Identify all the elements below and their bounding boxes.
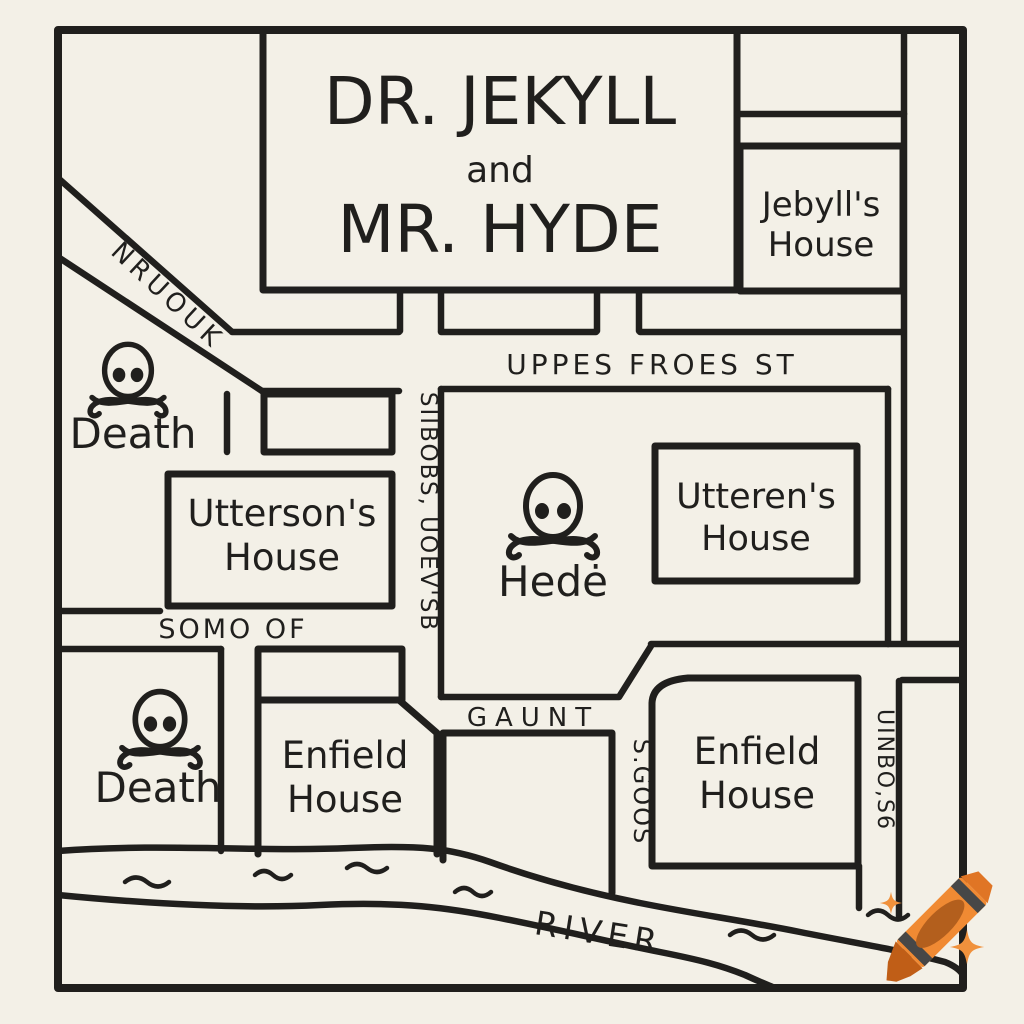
water-squiggle bbox=[344, 861, 390, 875]
enfield-west-label-1: Enfield bbox=[282, 734, 409, 777]
water-squiggle bbox=[727, 928, 777, 942]
skull-crossbones-icon bbox=[505, 472, 601, 561]
enfield-west-box bbox=[254, 696, 441, 858]
hyde-marker-label: Hedė bbox=[498, 557, 608, 606]
utterson-house-label-1: Utterson's bbox=[188, 492, 377, 535]
water-squiggle bbox=[865, 908, 911, 922]
street-label-uinbo: UINBO,S6 bbox=[872, 709, 897, 831]
utteren-house-box bbox=[651, 442, 861, 585]
road-line bbox=[54, 174, 235, 335]
enfield-east-label-1: Enfield bbox=[694, 730, 821, 773]
title-line-1: DR. JEKYLL bbox=[324, 63, 676, 140]
enfield-east-box bbox=[648, 674, 862, 870]
jekyll-house-label-2: House bbox=[768, 225, 875, 265]
utterson-house-label-2: House bbox=[224, 536, 340, 579]
sparkle-icon bbox=[949, 929, 985, 965]
street-label-uppes-froes: UPPES FROES ST bbox=[506, 348, 797, 381]
enfield-east-label-2: House bbox=[699, 774, 815, 817]
crayon-icon bbox=[886, 871, 993, 982]
title-line-2: and bbox=[466, 150, 534, 191]
utterson-house-box bbox=[164, 470, 396, 610]
road-line bbox=[54, 253, 266, 395]
road-line bbox=[437, 642, 655, 701]
water-squiggle bbox=[452, 885, 494, 899]
death-north-label: Death bbox=[69, 409, 196, 458]
skull-crossbones-icon bbox=[87, 341, 169, 419]
road-network bbox=[54, 27, 966, 922]
death-south-label: Death bbox=[94, 763, 221, 812]
enfield-west-label-2: House bbox=[287, 778, 403, 821]
title-line-3: MR. HYDE bbox=[338, 191, 663, 268]
sparkle-icon bbox=[879, 891, 903, 915]
small-block bbox=[260, 390, 396, 456]
map-border bbox=[54, 26, 967, 992]
middle-block bbox=[439, 729, 616, 897]
street-label-somo-of: SOMO OF bbox=[158, 614, 307, 645]
street-label-vertical-west: SIIBOBS, UOEV'SB bbox=[415, 392, 441, 632]
street-label-gaunt: GAUNT bbox=[467, 703, 599, 733]
utteren-house-label-2: House bbox=[701, 519, 811, 559]
crayon-watermark bbox=[879, 871, 993, 982]
water-squiggle bbox=[122, 875, 172, 889]
water-squiggle bbox=[252, 868, 294, 882]
skull-crossbones-icon bbox=[117, 688, 203, 770]
river-bank-south bbox=[54, 891, 779, 992]
street-label-sgoos: S.GOOS bbox=[628, 739, 656, 845]
utteren-house-label-1: Utteren's bbox=[676, 477, 836, 517]
jekyll-house-label-1: Jebyll's bbox=[760, 185, 881, 225]
